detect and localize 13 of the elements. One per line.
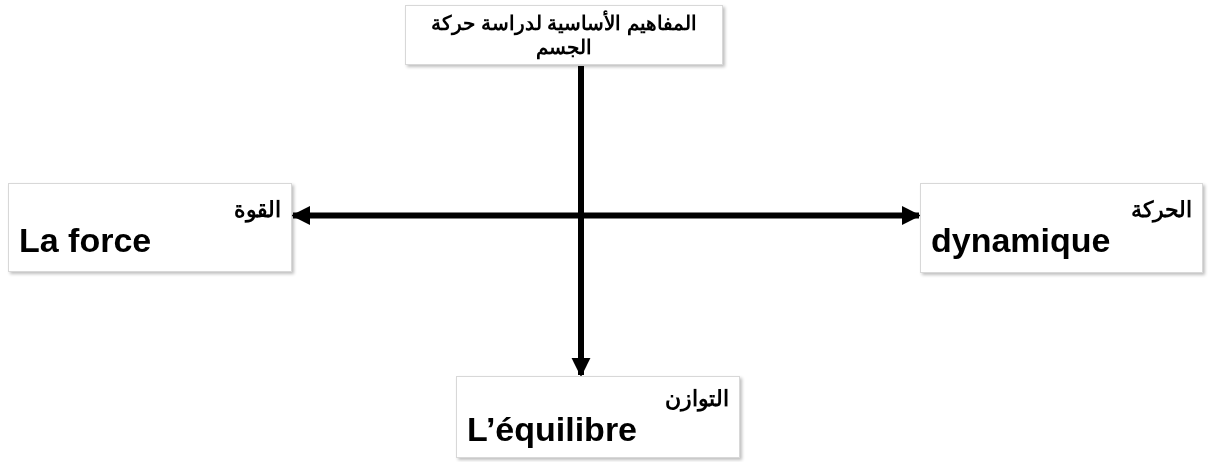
french-label: L’équilibre (467, 412, 639, 448)
concept-box (8, 183, 292, 272)
arabic-label: القوة (233, 196, 281, 223)
arrow (571, 66, 591, 377)
concept-box (456, 376, 740, 458)
arabic-label: الحركة (1130, 197, 1192, 224)
title-box (405, 5, 723, 65)
arrow (291, 205, 921, 226)
french-label: dynamique (931, 223, 1112, 259)
concept-box (920, 183, 1203, 273)
arabic-label: التوازن (664, 386, 729, 413)
french-label: La force (19, 222, 153, 259)
arabic-label: المفاهيم الأساسية لدراسة حركة الجسم (430, 11, 698, 59)
